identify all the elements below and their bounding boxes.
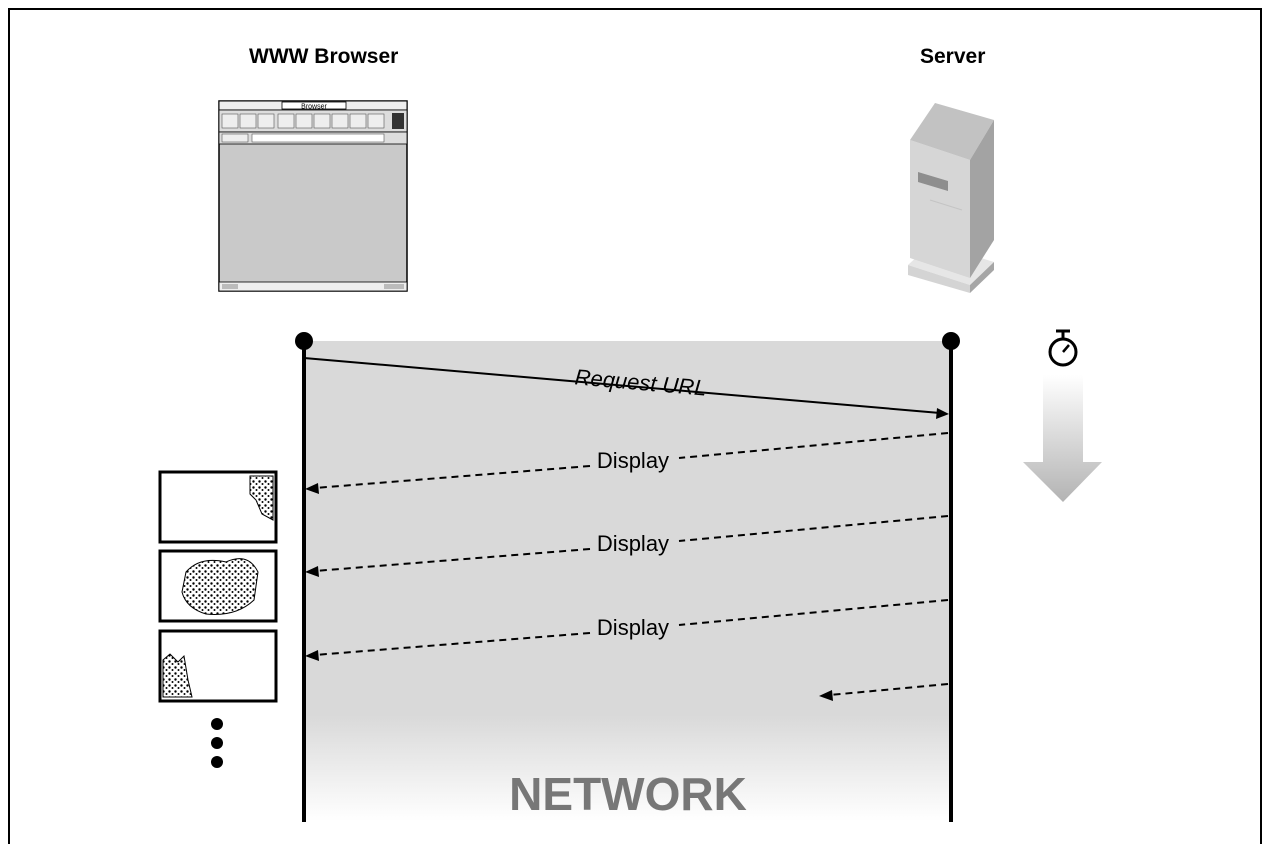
browser-window-icon: Browser — [218, 100, 408, 292]
display-label-2: Display — [597, 531, 669, 556]
display-label-1: Display — [597, 448, 669, 473]
display-label-3: Display — [597, 615, 669, 640]
image-frame-1 — [158, 470, 278, 544]
browser-node — [295, 332, 313, 350]
stopwatch-icon — [1048, 329, 1078, 367]
network-label: NETWORK — [509, 768, 747, 820]
request-arrow — [303, 357, 941, 414]
diagram-frame — [8, 8, 1262, 844]
image-frame-2 — [158, 549, 278, 623]
display-arrow-1 — [305, 432, 949, 494]
display-arrow-3 — [305, 599, 949, 661]
server-label: Server — [920, 45, 986, 68]
network-band — [304, 341, 951, 821]
browser-window-title: Browser — [301, 104, 327, 111]
browser-label: WWW Browser — [249, 45, 399, 68]
display-arrow-4 — [819, 683, 949, 701]
down-arrow-icon — [1023, 375, 1102, 502]
vertical-ellipsis-icon — [211, 718, 223, 768]
server-node — [942, 332, 960, 350]
image-frame-3 — [158, 629, 278, 703]
display-arrow-2 — [305, 515, 949, 577]
request-arrowhead — [936, 408, 949, 419]
server-tower-icon — [908, 103, 994, 293]
